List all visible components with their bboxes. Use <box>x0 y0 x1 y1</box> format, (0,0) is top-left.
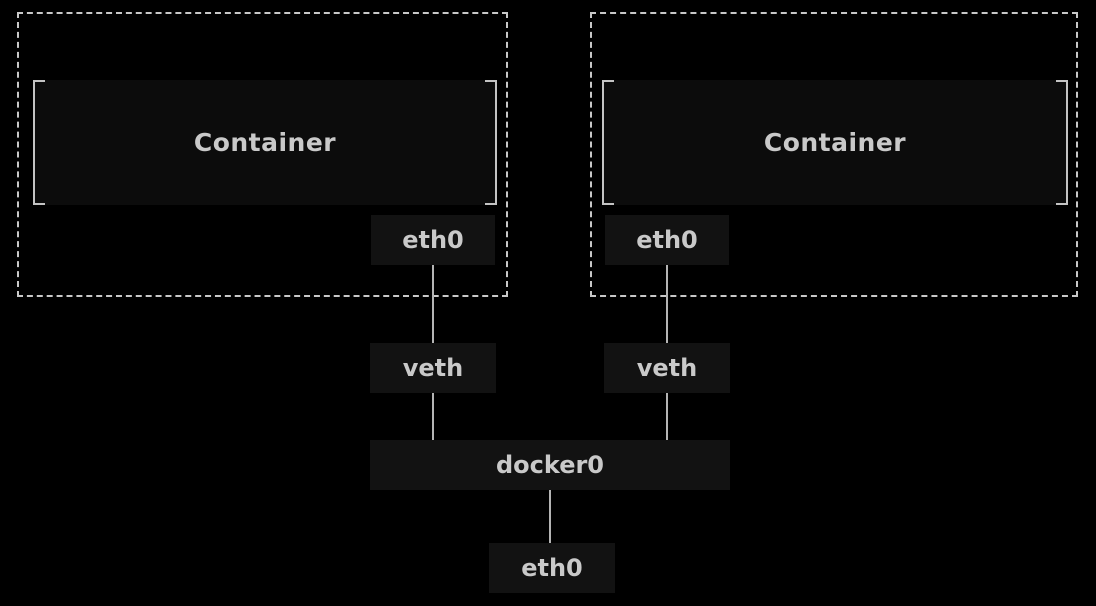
connector-line-veth-docker0-right <box>666 393 668 440</box>
connector-line-docker0-eth0 <box>549 490 551 543</box>
namespace-box-left <box>17 12 508 297</box>
veth-node-left: veth <box>370 343 496 393</box>
connector-line-eth0-veth-left <box>432 265 434 343</box>
container-label: Container <box>193 128 337 157</box>
container-node-right: Container <box>602 80 1068 205</box>
host-eth0-interface: eth0 <box>489 543 615 593</box>
docker0-bridge-node: docker0 <box>370 440 730 490</box>
namespace-box-right <box>590 12 1078 297</box>
connector-line-eth0-veth-right <box>666 265 668 343</box>
eth0-interface-left: eth0 <box>371 215 495 265</box>
veth-node-right: veth <box>604 343 730 393</box>
eth0-interface-right: eth0 <box>605 215 729 265</box>
left-bracket-icon <box>33 80 45 205</box>
connector-line-veth-docker0-left <box>432 393 434 440</box>
right-bracket-icon <box>1056 80 1068 205</box>
right-bracket-icon <box>485 80 497 205</box>
left-bracket-icon <box>602 80 614 205</box>
container-label: Container <box>763 128 907 157</box>
container-node-left: Container <box>33 80 497 205</box>
